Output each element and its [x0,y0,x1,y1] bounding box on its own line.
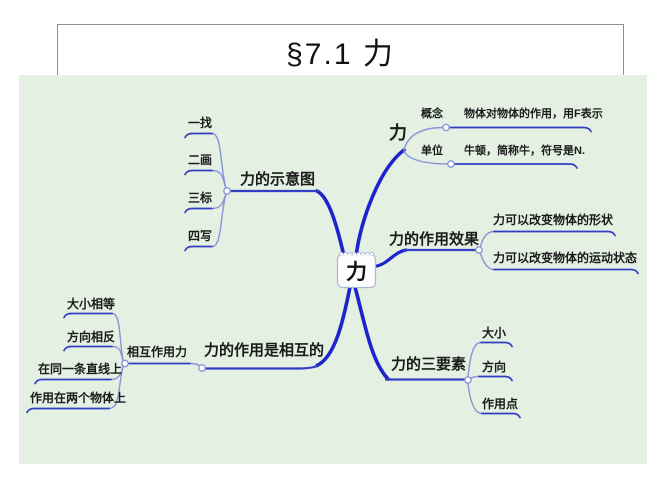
node-concept-value[interactable]: 物体对物体的作用，用F表示 [464,108,603,120]
node-diagram-draw[interactable]: 二画 [188,153,213,167]
node-pair-twobodies[interactable]: 作用在两个物体上 [30,391,127,405]
mindmap-canvas [19,75,647,464]
node-force[interactable]: 力 [389,123,407,143]
node-element-direction[interactable]: 方向 [482,360,507,374]
node-diagram-mark[interactable]: 三标 [188,191,213,205]
node-element-size[interactable]: 大小 [482,326,507,340]
node-forcepair[interactable]: 相互作用力 [127,345,188,359]
node-element-point[interactable]: 作用点 [482,397,519,411]
node-effect-motion[interactable]: 力可以改变物体的运动状态 [493,251,638,265]
node-pair-equal[interactable]: 大小相等 [67,297,116,311]
node-center[interactable]: 力 [346,261,367,284]
node-diagram[interactable]: 力的示意图 [240,171,316,188]
node-effect-shape[interactable]: 力可以改变物体的形状 [493,213,614,227]
node-diagram-write[interactable]: 四写 [188,229,213,243]
node-elements[interactable]: 力的三要素 [391,356,467,373]
node-pair-sameline[interactable]: 在同一条直线上 [38,362,123,376]
node-diagram-find[interactable]: 一找 [188,116,213,130]
node-concept[interactable]: 概念 [421,108,443,120]
chapter-title: §7.1 力 [57,24,624,76]
node-pair-opposite[interactable]: 方向相反 [67,330,116,344]
node-unit[interactable]: 单位 [421,145,443,157]
node-effects[interactable]: 力的作用效果 [389,231,480,248]
node-unit-value[interactable]: 牛顿，简称牛，符号是N. [464,145,585,157]
node-mutual[interactable]: 力的作用是相互的 [204,342,325,359]
